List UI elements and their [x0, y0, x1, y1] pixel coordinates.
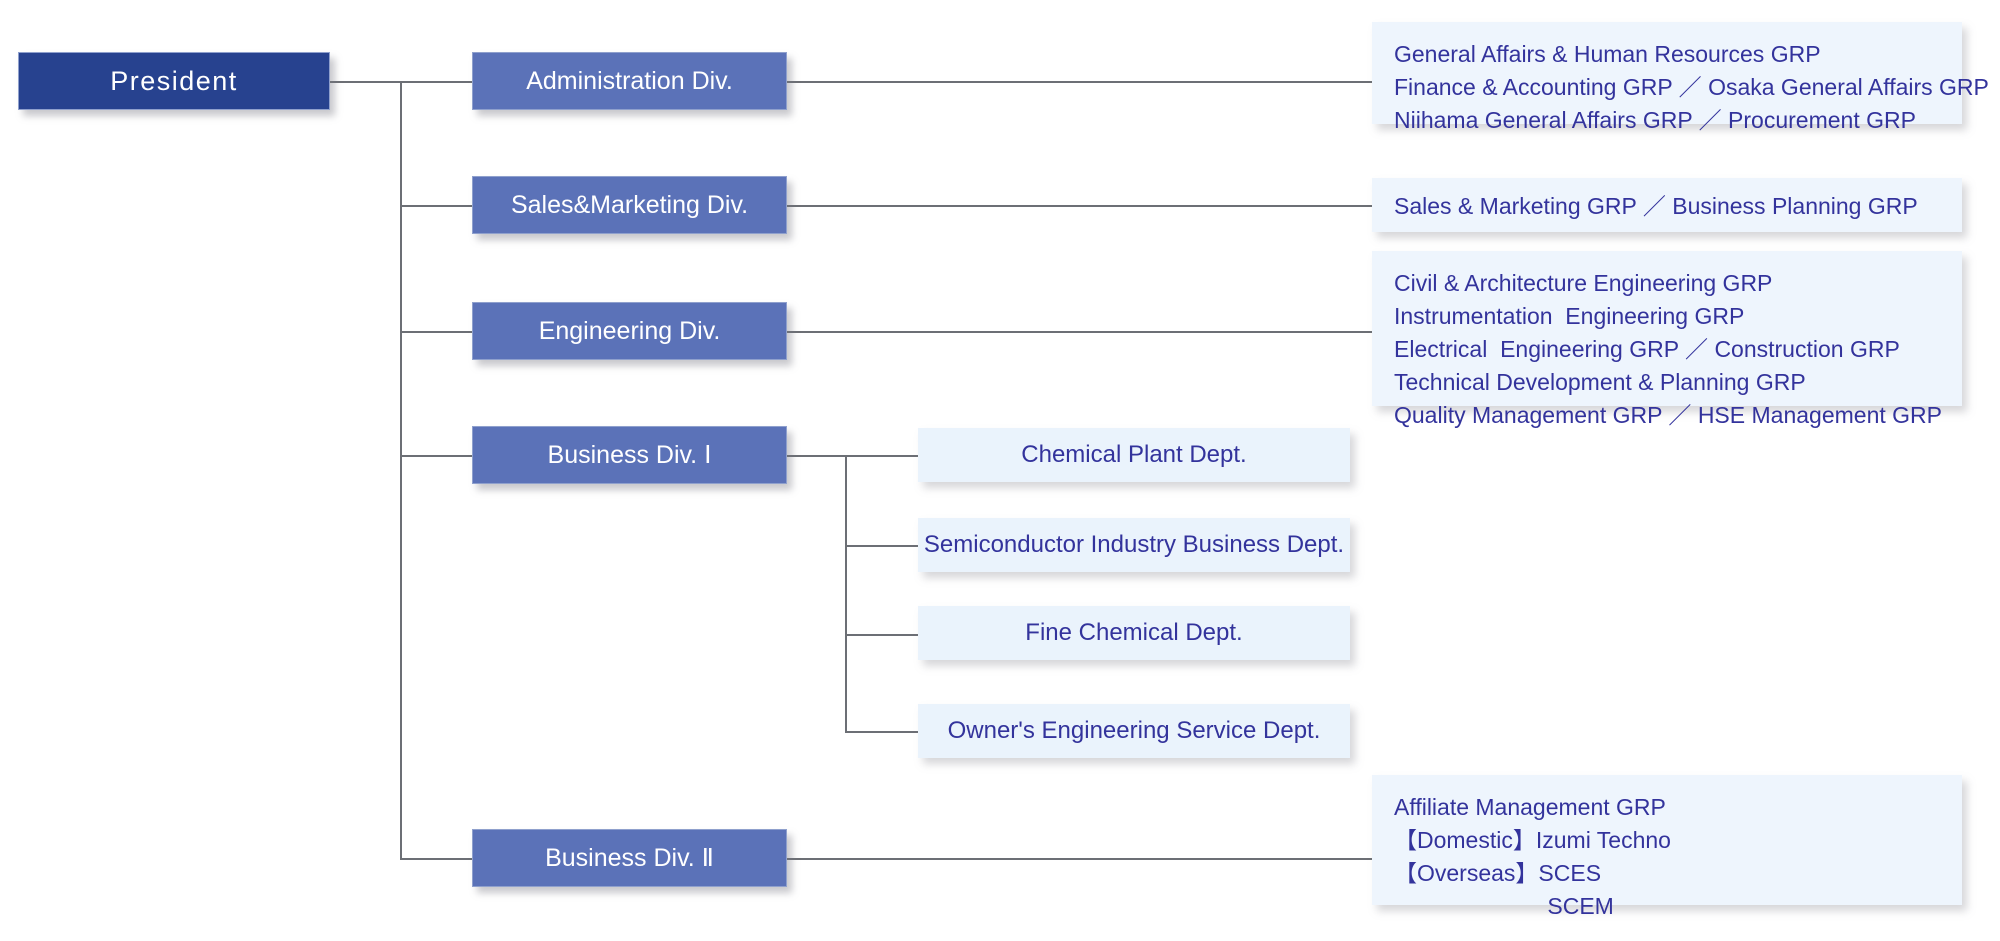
connector-main-trunk: [400, 81, 402, 859]
node-department-semiconductor-industry-business[interactable]: Semiconductor Industry Business Dept.: [918, 518, 1350, 572]
connector-administration-detail: [787, 81, 1372, 83]
detail-line: Civil & Architecture Engineering GRP: [1394, 270, 1773, 296]
connector-dept-chemical-plant: [845, 455, 918, 457]
connector-engineering-detail: [787, 331, 1372, 333]
detail-line: 【Domestic】Izumi Techno: [1394, 826, 1671, 853]
detail-line: Instrumentation Engineering GRP: [1394, 302, 1745, 329]
node-division-sales-marketing[interactable]: Sales&Marketing Div.: [472, 176, 787, 234]
detail-line: Niihama General Affairs GRP ／ Procuremen…: [1394, 106, 1916, 133]
detail-line: Finance & Accounting GRP ／ Osaka General…: [1394, 73, 1989, 100]
node-president[interactable]: President: [18, 52, 330, 110]
node-division-engineering[interactable]: Engineering Div.: [472, 302, 787, 360]
detail-line: SCEM: [1394, 892, 1614, 919]
detail-line: 【Overseas】SCES: [1394, 859, 1602, 886]
connector-dept-trunk: [845, 455, 847, 733]
detail-box-business-div-2[interactable]: Affiliate Management GRP 【Domestic】Izumi…: [1372, 775, 1962, 919]
connector-trunk-sales-marketing: [400, 205, 472, 207]
connector-trunk-business-div-1: [400, 455, 472, 457]
node-department-chemical-plant[interactable]: Chemical Plant Dept.: [918, 428, 1350, 482]
connector-business-div-1-dept-trunk: [787, 455, 845, 457]
detail-box-engineering[interactable]: Civil & Architecture Engineering GRP Ins…: [1372, 251, 1962, 428]
connector-trunk-business-div-2: [400, 858, 472, 860]
connector-business-div-2-detail: [787, 858, 1372, 860]
node-department-fine-chemical[interactable]: Fine Chemical Dept.: [918, 606, 1350, 660]
detail-line: Technical Development & Planning GRP: [1394, 368, 1806, 395]
detail-line: Affiliate Management GRP: [1394, 794, 1666, 820]
connector-president-trunk: [330, 81, 402, 83]
connector-dept-fine-chemical: [845, 634, 918, 636]
detail-box-sales-marketing[interactable]: Sales & Marketing GRP ／ Business Plannin…: [1372, 178, 1962, 232]
node-division-business-div-1[interactable]: Business Div. Ⅰ: [472, 426, 787, 484]
connector-trunk-engineering: [400, 331, 472, 333]
connector-trunk-administration: [400, 81, 472, 83]
detail-line: Electrical Engineering GRP ／ Constructio…: [1394, 335, 1900, 362]
detail-line: Sales & Marketing GRP ／ Business Plannin…: [1394, 193, 1918, 219]
node-department-owners-engineering-service[interactable]: Owner's Engineering Service Dept.: [918, 704, 1350, 758]
detail-line: Quality Management GRP ／ HSE Management …: [1394, 401, 1942, 428]
connector-dept-owners-engineering: [845, 731, 918, 733]
connector-dept-semiconductor: [845, 545, 918, 547]
detail-box-administration[interactable]: General Affairs & Human Resources GRP Fi…: [1372, 22, 1989, 133]
node-division-administration[interactable]: Administration Div.: [472, 52, 787, 110]
connector-sales-marketing-detail: [787, 205, 1372, 207]
node-division-business-div-2[interactable]: Business Div. Ⅱ: [472, 829, 787, 887]
detail-line: General Affairs & Human Resources GRP: [1394, 41, 1821, 67]
